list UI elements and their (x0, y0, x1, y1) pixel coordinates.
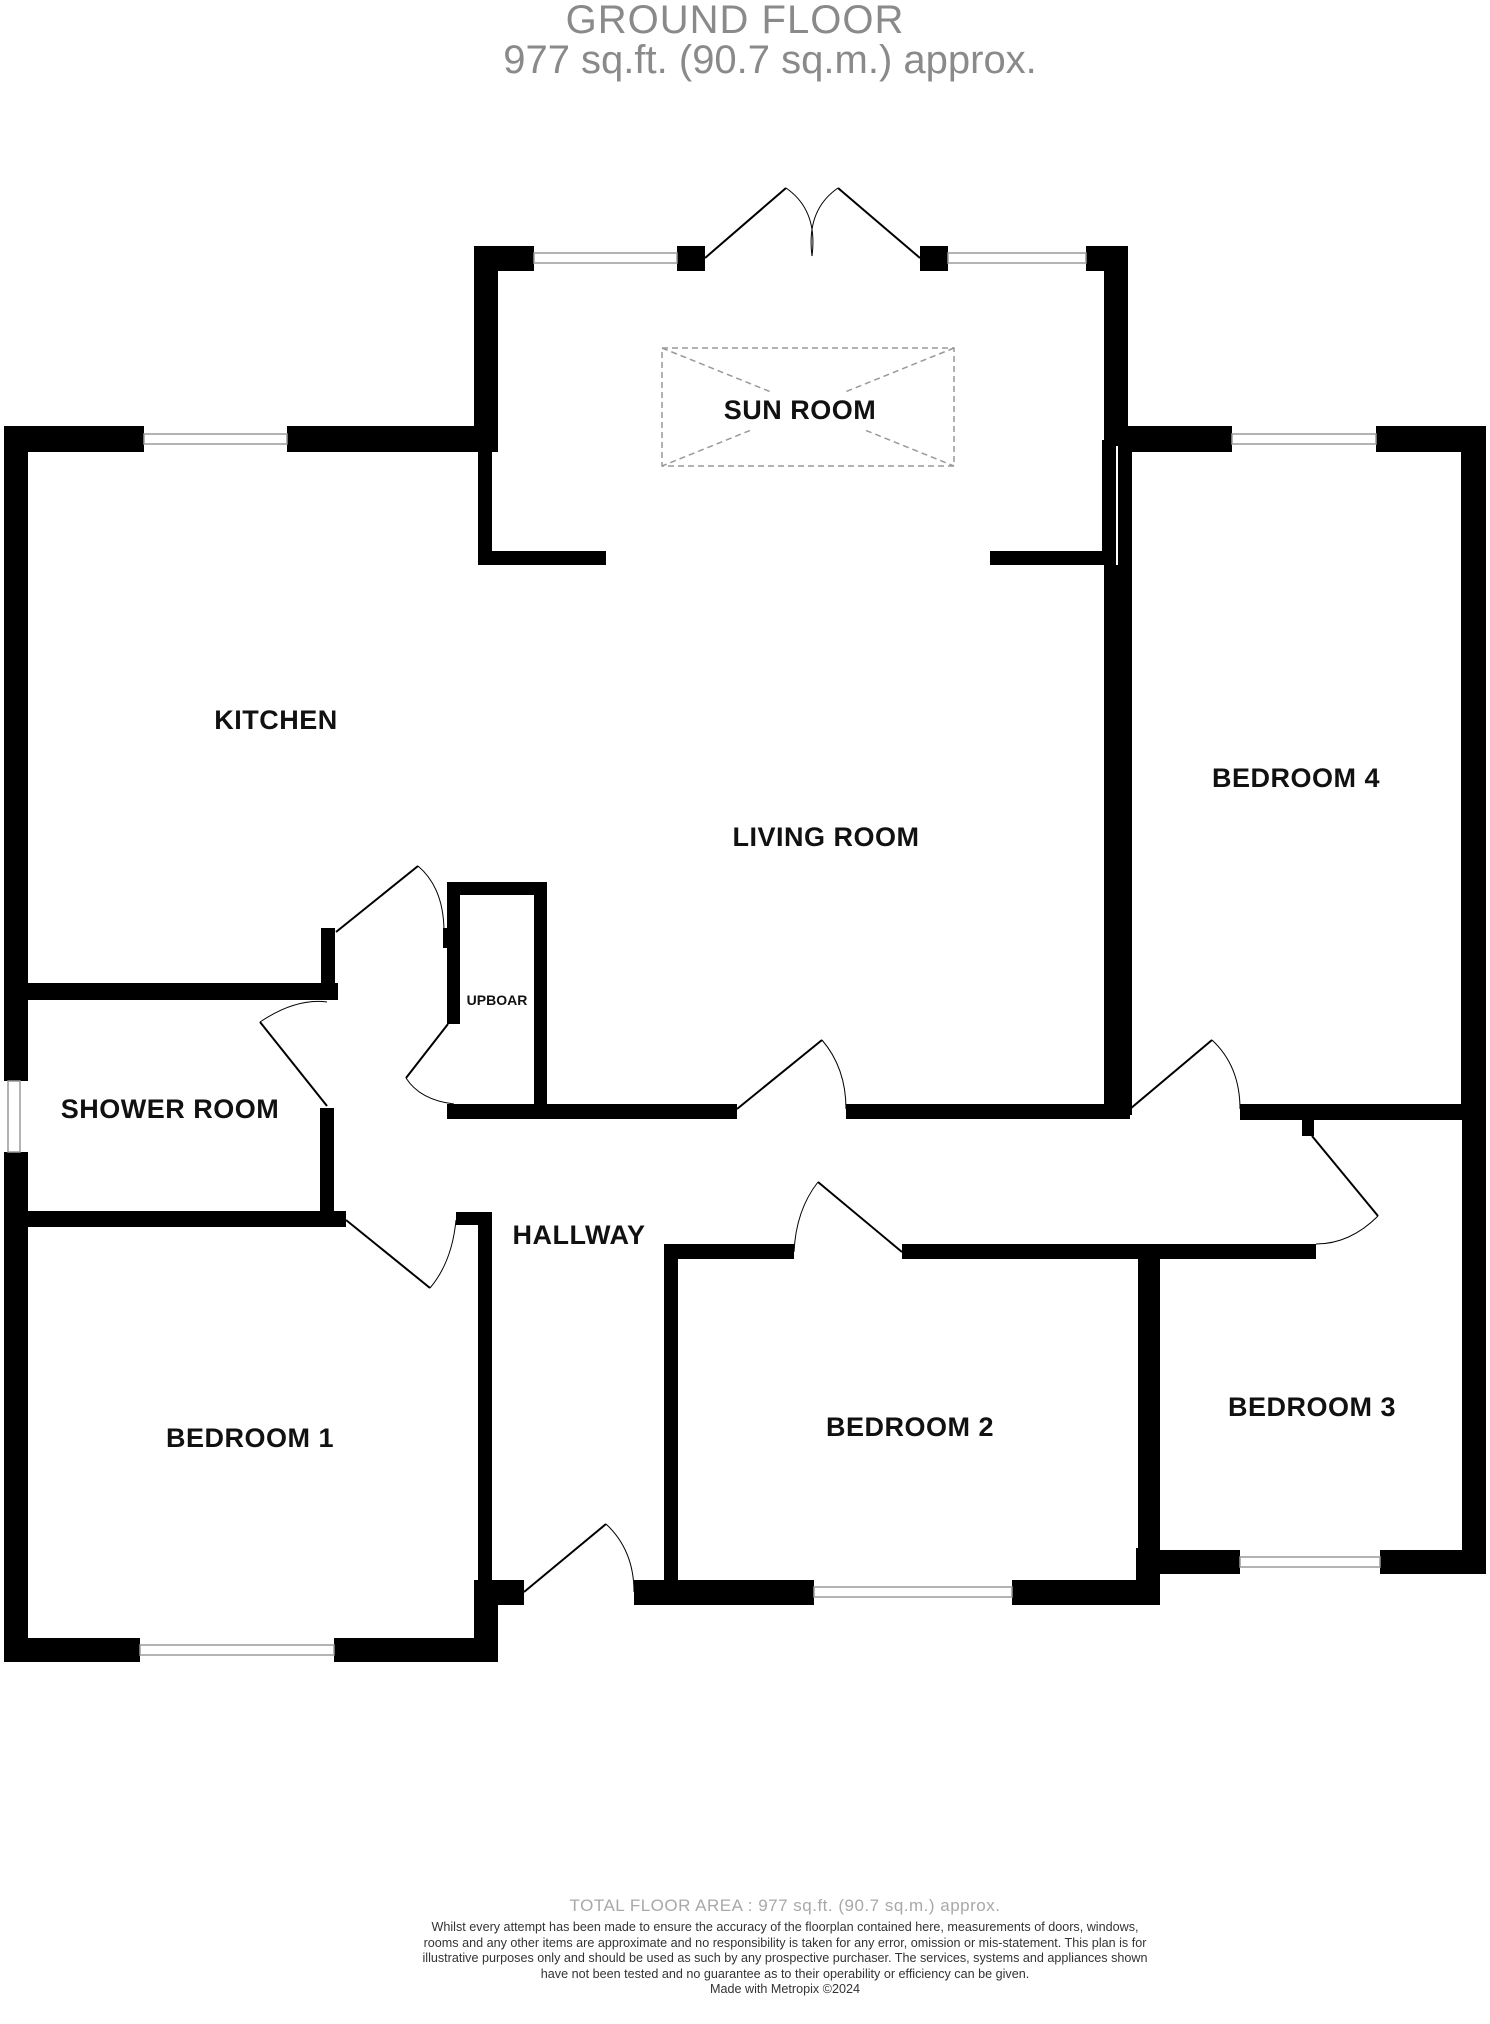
wall-segment (846, 1104, 1130, 1119)
wall-segment (902, 1244, 1316, 1259)
wall-segment (1240, 1104, 1486, 1120)
total-floor-area: TOTAL FLOOR AREA : 977 sq.ft. (90.7 sq.m… (569, 1896, 1001, 1915)
wall-segment (447, 882, 547, 895)
window (139, 1644, 335, 1656)
floor-area: 977 sq.ft. (90.7 sq.m.) approx. (503, 38, 1037, 82)
window (533, 252, 678, 264)
wall-segment (677, 246, 705, 271)
wall-segment (534, 882, 547, 1110)
wall-segment (1118, 445, 1132, 1115)
wall-segment (920, 246, 948, 271)
walls (4, 246, 1486, 1662)
wall-segment (1104, 565, 1118, 1113)
label-shower-room: SHOWER ROOM (61, 1094, 280, 1124)
window (1231, 433, 1377, 445)
disclaimer: Whilst every attempt has been made to en… (422, 1920, 1148, 1981)
wall-segment (478, 440, 492, 565)
wall-segment (1012, 1580, 1158, 1605)
wall-segment (1138, 1255, 1152, 1555)
wall-segment (320, 1108, 334, 1224)
label-hallway: HALLWAY (512, 1220, 645, 1250)
made-with-credit: Made with Metropix ©2024 (710, 1982, 860, 1996)
label-bedroom-2: BEDROOM 2 (826, 1412, 994, 1442)
wall-segment (1104, 246, 1128, 446)
wall-segment (321, 928, 335, 998)
wall-segment (4, 1638, 140, 1662)
window (947, 252, 1087, 264)
wall-segment (1461, 426, 1486, 1116)
wall-segment (1380, 1550, 1486, 1574)
plan-footer: TOTAL FLOOR AREA : 977 sq.ft. (90.7 sq.m… (420, 1896, 1150, 1997)
label-bedroom-1: BEDROOM 1 (166, 1423, 334, 1453)
windows (7, 252, 1381, 1656)
window (143, 433, 288, 445)
wall-segment (990, 551, 1116, 565)
label-cupboard: UPBOAR (467, 992, 528, 1008)
wall-segment (478, 551, 606, 565)
wall-segment (4, 426, 28, 1081)
wall-segment (478, 1212, 492, 1594)
wall-segment (287, 426, 498, 452)
window (7, 1080, 21, 1153)
window (813, 1586, 1013, 1598)
wall-segment (474, 246, 498, 446)
wall-segment (1302, 1116, 1314, 1136)
wall-segment (447, 882, 460, 1024)
doors (259, 187, 1379, 1593)
wall-segment (1124, 426, 1232, 452)
label-living-room: LIVING ROOM (733, 822, 920, 852)
label-sun-room: SUN ROOM (724, 395, 877, 425)
wall-segment (634, 1580, 814, 1605)
wall-segment (4, 1152, 28, 1662)
wall-segment (1102, 440, 1116, 565)
label-bedroom-3: BEDROOM 3 (1228, 1392, 1396, 1422)
wall-segment (334, 1638, 498, 1662)
window (1239, 1556, 1381, 1568)
label-kitchen: KITCHEN (214, 705, 338, 735)
wall-segment (28, 1211, 346, 1227)
wall-segment (28, 983, 338, 1000)
wall-segment (664, 1244, 678, 1584)
roof-lantern (661, 347, 955, 467)
floor-title: GROUND FLOOR (565, 0, 905, 42)
wall-segment (664, 1244, 794, 1259)
room-labels: SUN ROOM KITCHEN LIVING ROOM BEDROOM 4 U… (61, 395, 1396, 1453)
wall-segment (1462, 1116, 1486, 1574)
wall-segment (447, 1104, 737, 1119)
wall-segment (443, 928, 449, 948)
label-backdrop (712, 392, 890, 430)
wall-segment (1136, 1548, 1160, 1605)
label-bedroom-4: BEDROOM 4 (1212, 763, 1380, 793)
